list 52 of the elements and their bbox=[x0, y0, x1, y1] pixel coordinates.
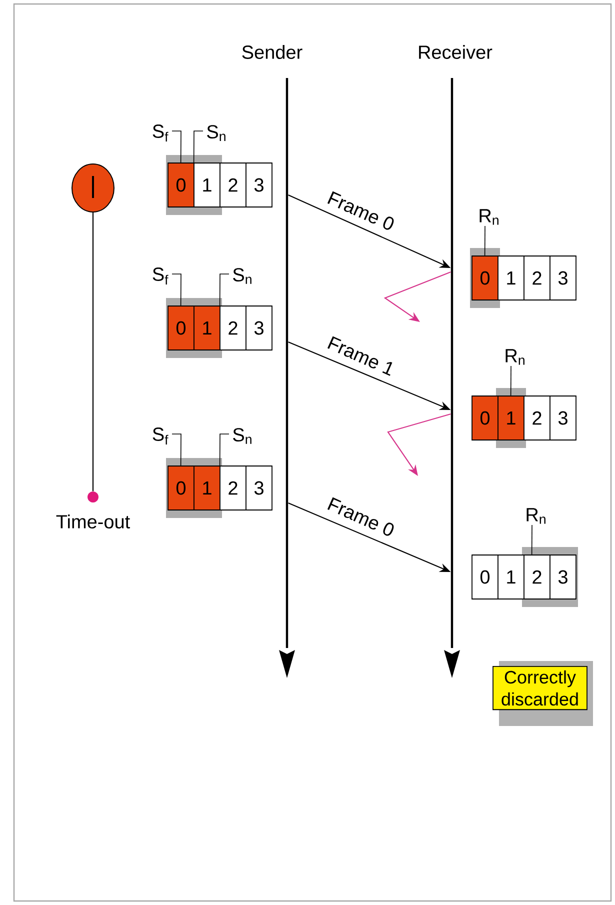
window-cell: 2 bbox=[220, 306, 246, 350]
window-cell: 3 bbox=[246, 162, 272, 208]
timeout-dot bbox=[88, 492, 98, 502]
window-cell: 1 bbox=[498, 256, 524, 300]
window-cell: 3 bbox=[550, 396, 576, 440]
note-box: Correctly discarded bbox=[492, 661, 593, 726]
leader-line bbox=[510, 366, 512, 396]
pointer-label: S$_{n}$ bbox=[233, 268, 252, 284]
pointer-label: S$_{f}$ bbox=[152, 124, 168, 142]
leader-line bbox=[172, 434, 182, 466]
window-cell: 3 bbox=[550, 554, 576, 600]
window-cell: 1 bbox=[194, 306, 220, 350]
timer-icon bbox=[72, 164, 114, 212]
window-cell: 0 bbox=[168, 306, 194, 350]
window-cell: 2 bbox=[524, 396, 550, 440]
pointer-label: S$_{n}$ bbox=[207, 125, 226, 141]
window-cell: 3 bbox=[550, 256, 576, 300]
leader-line bbox=[172, 274, 182, 306]
pointer-label: S$_{f}$ bbox=[152, 268, 168, 284]
lifeline-arrow bbox=[444, 78, 460, 678]
lifeline-label: Sender bbox=[242, 45, 302, 59]
pointer-label: R$_{n}$ bbox=[506, 349, 524, 365]
window-cell: 1 bbox=[498, 396, 524, 440]
leader-line bbox=[193, 130, 204, 164]
window-cell: 1 bbox=[194, 466, 220, 510]
leader-line bbox=[531, 524, 532, 556]
timeout-label: Time-out bbox=[56, 514, 130, 528]
window-cell: 0 bbox=[168, 466, 194, 510]
window-cell: 2 bbox=[524, 554, 550, 600]
lifeline-arrow bbox=[279, 78, 295, 678]
pointer-label: S$_{n}$ bbox=[233, 428, 252, 444]
arrow bbox=[384, 272, 451, 322]
window-cell: 3 bbox=[246, 306, 272, 350]
leader-line bbox=[484, 226, 486, 256]
window-cell: 0 bbox=[472, 554, 498, 600]
lifeline-label: Receiver bbox=[419, 45, 492, 59]
window-cell: 0 bbox=[168, 162, 194, 208]
window-cell: 1 bbox=[194, 162, 220, 208]
pointer-label: R$_{n}$ bbox=[480, 209, 498, 225]
window-cell: 0 bbox=[472, 396, 498, 440]
window-cell: 2 bbox=[524, 256, 550, 300]
window-cell: 3 bbox=[246, 466, 272, 510]
leader-line bbox=[219, 274, 230, 306]
connector-line bbox=[92, 212, 94, 492]
window-cell: 0 bbox=[472, 256, 498, 300]
pointer-label: R$_{n}$ bbox=[526, 508, 546, 524]
pointer-label: S$_{f}$ bbox=[152, 428, 168, 444]
window-cell: 2 bbox=[220, 162, 246, 208]
window-cell: 2 bbox=[220, 466, 246, 510]
window-cell: 1 bbox=[498, 554, 524, 600]
leader-line bbox=[172, 130, 182, 164]
leader-line bbox=[219, 434, 230, 466]
